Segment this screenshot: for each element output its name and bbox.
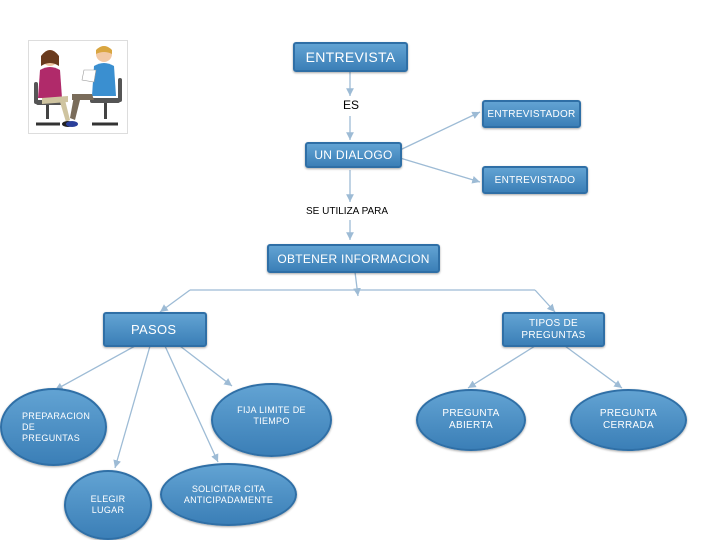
connector-dialogo-entrevistado	[399, 157, 481, 184]
node-obtener-informacion-label: OBTENER INFORMACION	[277, 251, 430, 266]
label-es: ES	[343, 98, 360, 112]
node-obtener-informacion: OBTENER INFORMACION	[267, 244, 440, 273]
connector-pasos-solicitar	[164, 345, 219, 463]
node-entrevistado: ENTREVISTADO	[482, 166, 588, 194]
connector-tipos-abierta	[467, 345, 536, 389]
node-solicitar-cita: SOLICITAR CITA ANTICIPADAMENTE	[160, 463, 297, 526]
node-dialogo-label: UN DIALOGO	[314, 148, 393, 162]
node-tipos-de-preguntas-label: TIPOS DE PREGUNTAS	[521, 317, 586, 341]
node-pregunta-abierta: PREGUNTA ABIERTA	[416, 389, 526, 451]
node-preparacion-de-preguntas: PREPARACION DE PREGUNTAS	[0, 388, 107, 466]
node-pasos: PASOS	[103, 312, 207, 347]
connector-pasos-preparacion	[54, 345, 136, 391]
node-entrevistador-label: ENTREVISTADOR	[487, 108, 576, 120]
node-preparacion-de-preguntas-label: PREPARACION DE PREGUNTAS	[22, 410, 91, 443]
node-entrevista-label: ENTREVISTA	[305, 49, 396, 65]
node-elegir-lugar-label: ELEGIR LUGAR	[90, 494, 126, 515]
connector-dialogo-entrevistador	[399, 111, 481, 151]
node-tipos-de-preguntas: TIPOS DE PREGUNTAS	[502, 312, 605, 347]
node-pasos-label: PASOS	[131, 322, 177, 337]
connector-tipos-cerrada	[564, 345, 623, 389]
node-dialogo: UN DIALOGO	[305, 142, 402, 168]
node-elegir-lugar: ELEGIR LUGAR	[64, 470, 152, 540]
node-fija-limite-de-tiempo-label: FIJA LIMITE DE TIEMPO	[237, 405, 306, 426]
connector-obtener-pasos-2	[159, 289, 191, 313]
node-entrevistador: ENTREVISTADOR	[482, 100, 581, 128]
node-entrevista: ENTREVISTA	[293, 42, 408, 72]
node-fija-limite-de-tiempo: FIJA LIMITE DE TIEMPO	[211, 383, 332, 457]
connector-obtener-tipos-2	[534, 289, 556, 313]
node-entrevistado-label: ENTREVISTADO	[494, 174, 576, 186]
connector-pasos-fija	[179, 345, 233, 387]
node-pregunta-abierta-label: PREGUNTA ABIERTA	[442, 408, 500, 431]
node-pregunta-cerrada: PREGUNTA CERRADA	[570, 389, 687, 451]
node-pregunta-cerrada-label: PREGUNTA CERRADA	[599, 408, 658, 431]
connector-obtener-down	[353, 271, 361, 297]
node-solicitar-cita-label: SOLICITAR CITA ANTICIPADAMENTE	[183, 483, 274, 505]
connector-pasos-lugar	[113, 345, 151, 469]
label-se-utiliza-para: SE UTILIZA PARA	[306, 206, 389, 217]
two-people-interview-icon	[28, 40, 128, 134]
